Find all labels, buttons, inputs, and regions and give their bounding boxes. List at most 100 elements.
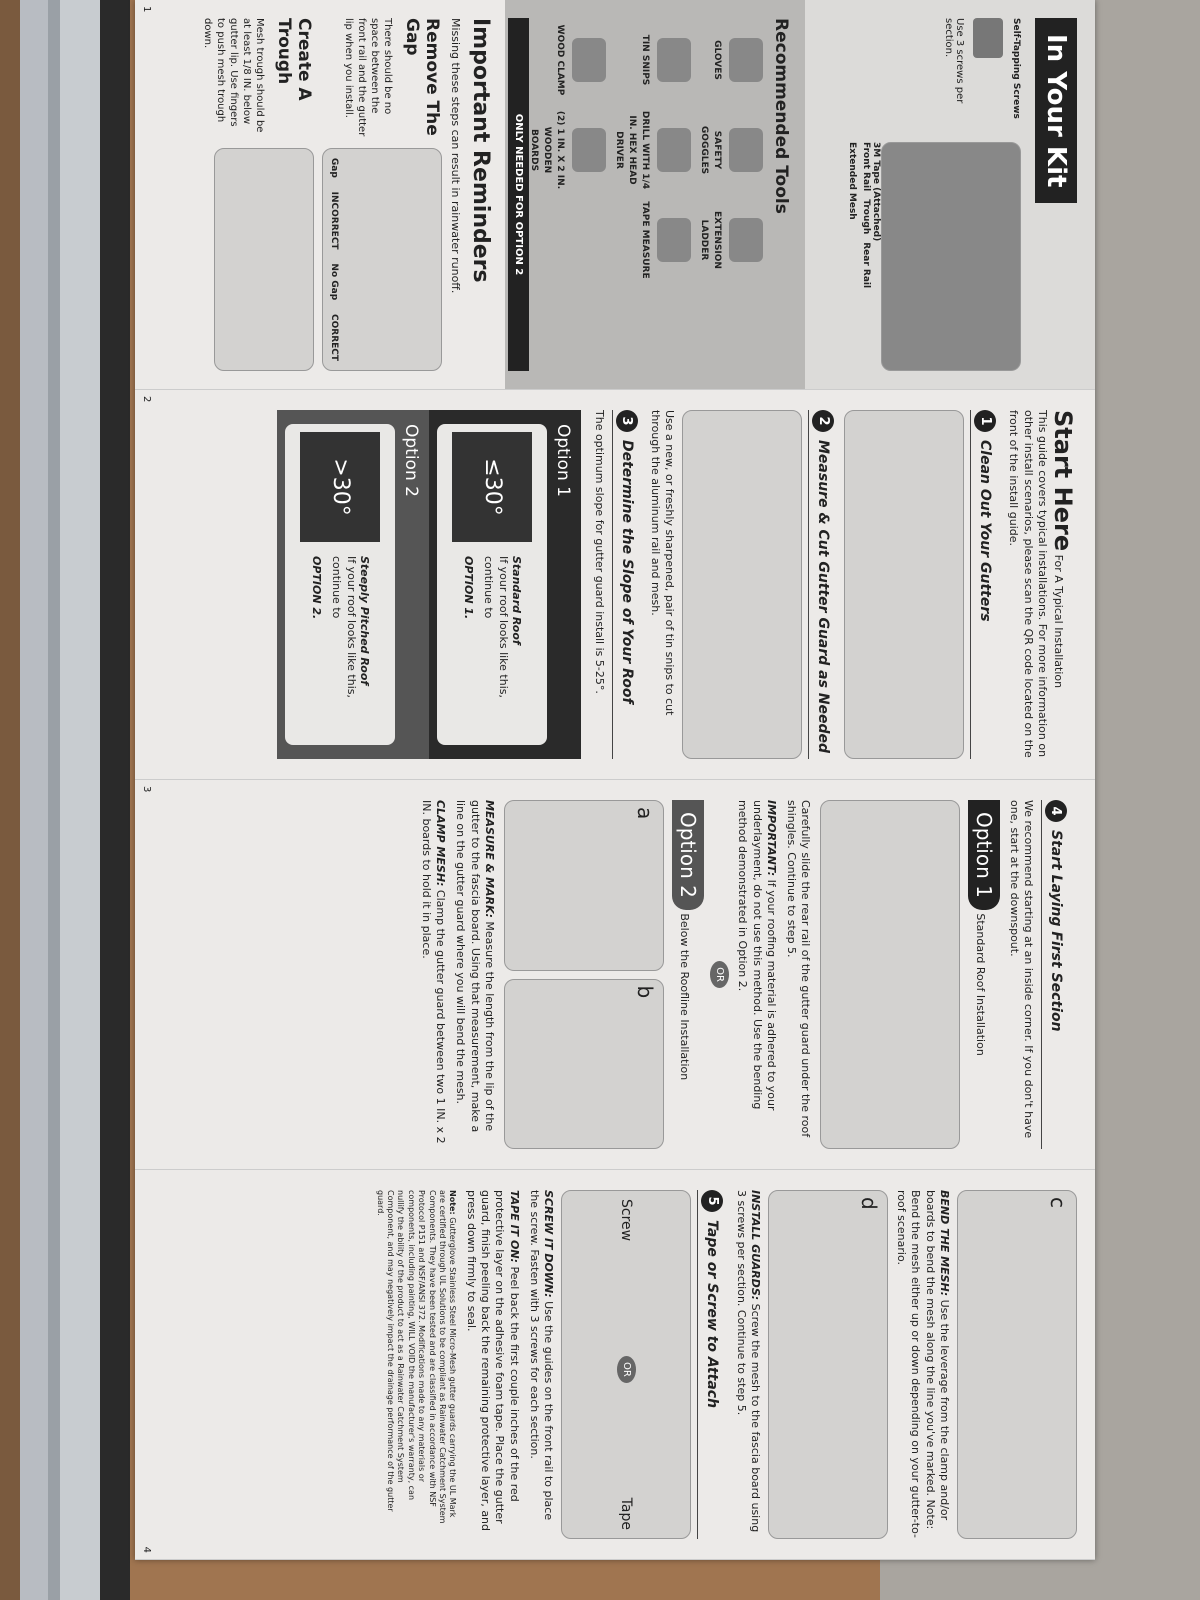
step-4-text: We recommend starting at an inside corne… [1007,800,1035,1139]
no-gap-label: No Gap [328,263,339,301]
roof-ref: OPTION 1. [461,556,475,620]
clamp-icon [572,38,606,82]
tool-ladder: EXTENSION LADDER [699,198,763,282]
or-badge: OR [709,961,729,988]
figure-label-a: a [632,807,657,820]
panel-4: c BEND THE MESH: Use the leverage from t… [135,1170,1095,1560]
install-label: INSTALL GUARDS: [748,1190,762,1301]
tape-measure-icon [657,218,691,262]
important-label: IMPORTANT: [764,800,778,877]
bend-illustration: c [957,1190,1077,1539]
figure-label-d: d [856,1197,881,1210]
step-number: 2 [812,410,835,432]
tape-label: Tape [618,1497,635,1530]
screw-label: Screw [618,1199,635,1242]
step-title: Determine the Slope of Your Roof [618,440,635,704]
roof-text: If your roof looks like this, continue t… [330,556,358,698]
page-number: 3 [141,786,152,793]
measure-illustration: a [503,800,664,971]
part-label: Rear Rail [861,242,871,289]
part-label: Trough [861,199,871,235]
remove-gap-text: There should be no space between the fro… [342,18,393,137]
tool-gloves: GLOVES [699,18,763,102]
option-2-subtitle: Below the Roofline Installation [677,913,691,1081]
install-illustration: d [767,1190,888,1539]
step-number: 3 [615,410,638,432]
step-title: Start Laying First Section [1048,830,1064,1032]
roof-type: Steeply Pitched Roof [357,556,371,686]
step-number: 1 [974,410,997,432]
or-badge: OR [616,1355,636,1383]
gloves-icon [729,38,763,82]
instruction-leaflet: In Your Kit Self-Tapping Screws Use 3 sc… [135,0,1095,1560]
tool-snips: TIN SNIPS [614,18,691,102]
step-2-text: Use a new, or freshly sharpened, pair of… [648,410,677,716]
correct-label: CORRECT [328,314,339,362]
tool-label: (2) 1 IN. X 2 IN. WOODEN BOARDS [529,110,565,190]
tape-on-label: TAPE IT ON: [507,1190,521,1263]
roof-angle: >30° [300,432,381,542]
clamp-label: CLAMP MESH: [434,800,448,887]
screws-label: Self-Tapping Screws [1011,18,1021,119]
ladder-icon [729,218,763,262]
intro-text: This guide covers typical installations.… [1007,410,1049,758]
tape-label: 3M Tape (Attached) [871,142,881,242]
gap-label: Gap [328,157,339,178]
panel-2: Start Here For A Typical Installation Th… [135,390,1095,780]
page-number: 4 [141,1546,152,1553]
trough-diagram [213,148,314,371]
step-3-text: The optimum slope for gutter guard insta… [592,410,606,694]
roof-type: Standard Roof [509,556,523,645]
kit-section: In Your Kit Self-Tapping Screws Use 3 sc… [805,0,1095,389]
roof-text: If your roof looks like this, continue t… [482,556,510,698]
rear-rail-illustration [820,800,961,1149]
step-number: 4 [1045,800,1067,822]
tool-label: DRILL WITH 1/4 IN. HEX HEAD DRIVER [614,110,650,190]
tool-goggles: SAFETY GOGGLES [699,108,763,192]
note-label: Note: [448,1190,458,1215]
drill-icon [657,128,691,172]
roof-angle: ≤30° [452,432,533,542]
tool-label: SAFETY GOGGLES [699,125,722,175]
step-title: Tape or Screw to Attach [704,1220,721,1409]
tin-snips-icon [657,38,691,82]
tool-boards: (2) 1 IN. X 2 IN. WOODEN BOARDS [529,108,606,192]
tool-label: WOOD CLAMP [555,24,565,96]
tool-label: GLOVES [712,40,722,80]
tool-clamp: WOOD CLAMP [529,18,606,102]
boards-icon [572,128,606,172]
option-1-subtitle: Standard Roof Installation [974,913,988,1056]
page-number: 2 [141,396,152,403]
tool-drill: DRILL WITH 1/4 IN. HEX HEAD DRIVER [614,108,691,192]
tool-tape: TAPE MEASURE [614,198,691,282]
screw-down-label: SCREW IT DOWN: [542,1190,556,1298]
option-label: Option 1 [553,424,574,497]
start-here-subtitle: For A Typical Installation [1052,554,1065,689]
part-label: Extended Mesh [847,142,857,220]
page-number: 1 [141,6,152,13]
roof-ref: OPTION 2. [309,556,323,620]
start-here-title: Start Here [1049,410,1077,552]
tool-label: TIN SNIPS [640,34,650,86]
incorrect-label: INCORRECT [328,191,339,250]
option-1-text: Carefully slide the rear rail of the gut… [785,800,813,1138]
kit-title: In Your Kit [1035,18,1077,204]
screws-note: Use 3 screws per section. [943,18,965,104]
trough-text: Mesh trough should be at least 1/8 IN. b… [201,18,265,133]
figure-label-b: b [632,985,657,999]
step-title: Measure & Cut Gutter Guard as Needed [815,440,832,754]
option-2-bar: Option 2 [671,800,704,910]
reminders-subtitle: Missing these steps can result in rainwa… [449,18,462,294]
step-title: Clean Out Your Gutters [977,440,994,622]
option2-only-bar: ONLY NEEDED FOR OPTION 2 [508,18,529,371]
figure-label-c: c [1046,1197,1070,1208]
remove-gap-title: Remove The Gap [401,18,442,136]
screw-or-tape-illustration: Screw OR Tape [561,1190,692,1539]
gap-diagram: Gap INCORRECT No Gap CORRECT [321,148,442,371]
gutter-guard-diagram [881,142,1021,371]
